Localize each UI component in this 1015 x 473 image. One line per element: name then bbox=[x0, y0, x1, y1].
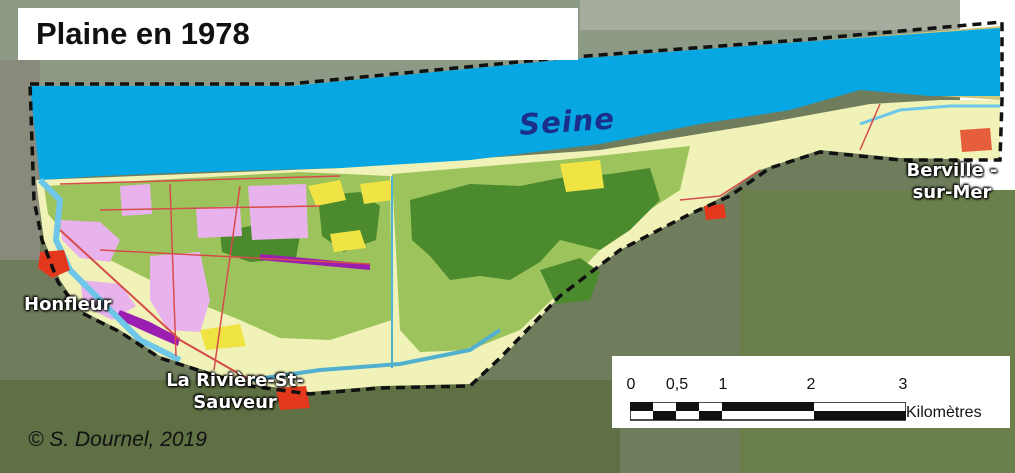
east-urban bbox=[704, 204, 726, 220]
forest-patch-1 bbox=[410, 168, 660, 280]
crop-patch-4 bbox=[200, 324, 246, 350]
place-label-riviere: La Rivière-St-Sauveur bbox=[166, 370, 304, 413]
forest-patch-4 bbox=[540, 258, 600, 304]
credit-text: © S. Dournel, 2019 bbox=[28, 428, 207, 451]
place-label-berville: Berville -sur-Mer bbox=[906, 160, 998, 203]
road-3 bbox=[213, 185, 241, 371]
scale-bar bbox=[630, 402, 906, 421]
scale-tick-3: 3 bbox=[898, 376, 908, 393]
urban-zone-3 bbox=[196, 206, 242, 238]
road-2 bbox=[169, 183, 177, 357]
place-label-honfleur: Honfleur bbox=[24, 294, 112, 315]
crop-patch-1 bbox=[308, 180, 346, 206]
urban-zone-4 bbox=[150, 252, 210, 332]
road-6 bbox=[59, 229, 251, 381]
road-7 bbox=[859, 103, 881, 151]
road-5 bbox=[99, 249, 371, 265]
aerial-top-right bbox=[580, 0, 1015, 30]
road-1 bbox=[59, 175, 341, 185]
crop-patch-2 bbox=[360, 180, 392, 204]
purple-strip-1 bbox=[260, 254, 370, 270]
urban-zone-2 bbox=[120, 184, 152, 216]
urban-zone-1 bbox=[248, 184, 308, 240]
seine-river bbox=[30, 28, 1000, 180]
scale-tick-0: 0 bbox=[626, 376, 636, 393]
scale-tick-1: 1 bbox=[718, 376, 728, 393]
study-area-boundary bbox=[28, 20, 1004, 396]
honfleur-urban bbox=[38, 250, 70, 278]
crop-patch-5 bbox=[330, 230, 366, 252]
berville-urban bbox=[960, 128, 992, 152]
purple-strip-2 bbox=[116, 310, 180, 346]
scale-tick-0-5: 0,5 bbox=[665, 376, 689, 393]
crop-patch-3 bbox=[560, 160, 604, 192]
road-4 bbox=[99, 205, 321, 211]
urban-zone-5 bbox=[60, 220, 120, 262]
road-8 bbox=[679, 169, 761, 201]
river-label: Seine bbox=[518, 101, 616, 142]
title-box bbox=[18, 8, 578, 60]
east-creek bbox=[859, 104, 1000, 126]
map-title: Plaine en 1978 bbox=[36, 16, 250, 51]
southern-canal bbox=[249, 328, 502, 382]
scale-tick-2: 2 bbox=[806, 376, 816, 393]
scale-unit: Kilomètres bbox=[906, 404, 982, 421]
